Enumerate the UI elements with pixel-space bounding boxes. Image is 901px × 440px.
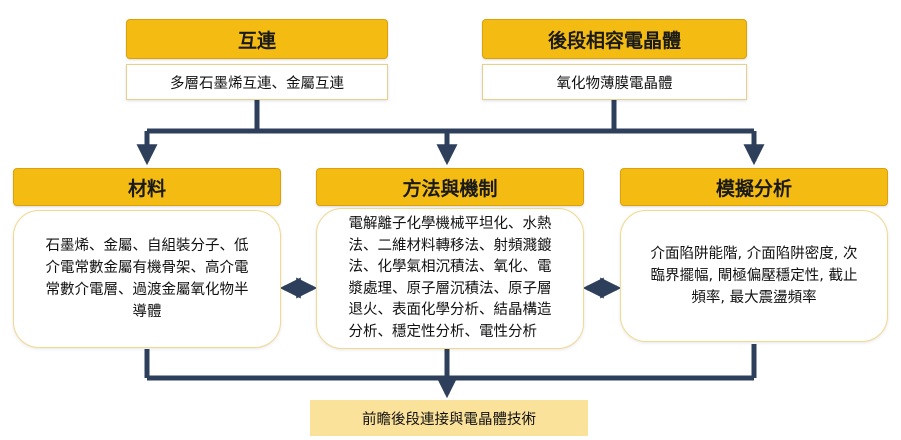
methods-header: 方法與機制: [316, 168, 584, 206]
methods-body: 電解離子化學機械平坦化、水熱 法、二維材料轉移法、射頻濺鍍 法、化學氣相沉積法、…: [348, 216, 552, 340]
materials-header: 材料: [13, 168, 281, 206]
materials-box: 石墨烯、金屬、自組裝分子、低 介電常數金屬有機骨架、高介電 常數介電層、過渡金屬…: [13, 210, 281, 348]
simulation-box: 介面陷阱能階, 介面陷阱密度, 次 臨界擺幅, 閘極偏壓穩定性, 截止 頻率, …: [620, 210, 888, 342]
beol-transistor-title: 後段相容電晶體: [547, 29, 681, 52]
materials-title: 材料: [127, 177, 166, 200]
beol-transistor-header: 後段相容電晶體: [482, 19, 747, 59]
materials-body: 石墨烯、金屬、自組裝分子、低 介電常數金屬有機骨架、高介電 常數介電層、過渡金屬…: [45, 238, 249, 320]
simulation-title: 模擬分析: [715, 177, 792, 200]
interconnect-subtitle: 多層石墨烯互連、金屬互連: [170, 75, 344, 92]
simulation-body: 介面陷阱能階, 介面陷阱密度, 次 臨界擺幅, 閘極偏壓穩定性, 截止 頻率, …: [650, 246, 858, 306]
methods-box: 電解離子化學機械平坦化、水熱 法、二維材料轉移法、射頻濺鍍 法、化學氣相沉積法、…: [316, 208, 584, 349]
interconnect-subtitle-box: 多層石墨烯互連、金屬互連: [126, 64, 388, 100]
interconnect-title: 互連: [237, 29, 276, 52]
beol-transistor-subtitle-box: 氧化物薄膜電晶體: [482, 64, 747, 100]
simulation-header: 模擬分析: [620, 168, 888, 206]
methods-title: 方法與機制: [402, 177, 498, 200]
interconnect-header: 互連: [126, 19, 388, 59]
beol-transistor-subtitle: 氧化物薄膜電晶體: [556, 75, 673, 92]
footer-box: 前瞻後段連接與電晶體技術: [310, 400, 588, 436]
footer-label: 前瞻後段連接與電晶體技術: [362, 411, 536, 428]
